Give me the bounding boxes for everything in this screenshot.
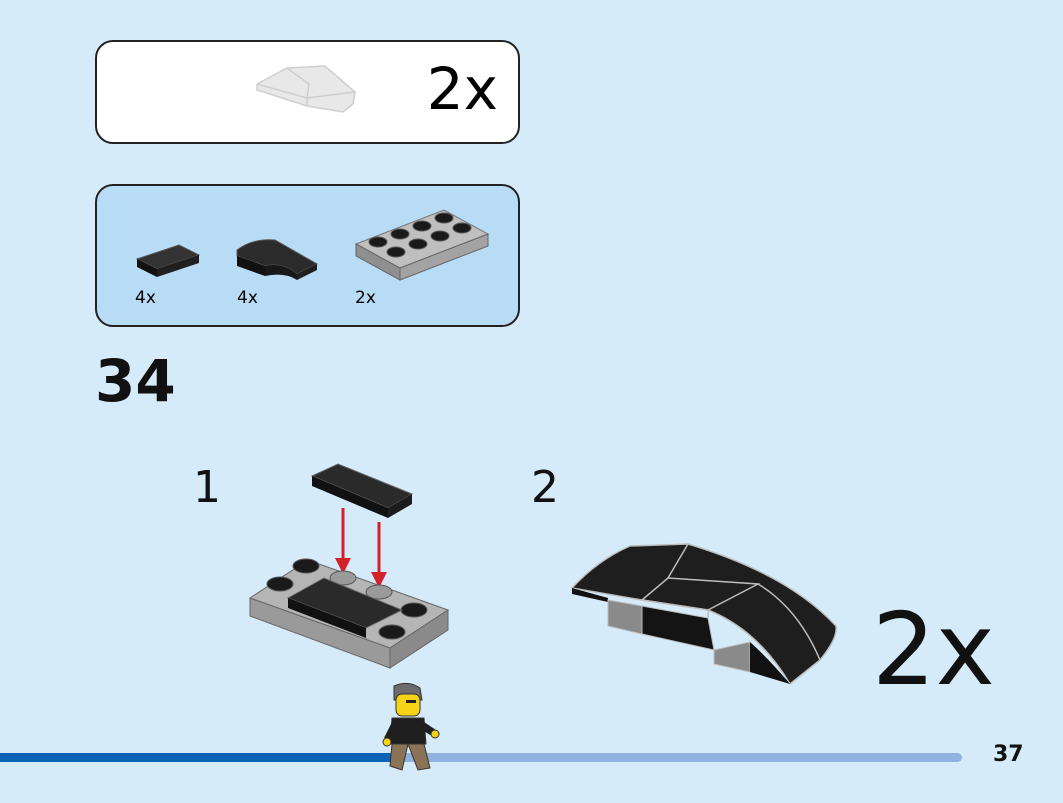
sub-step-2-car-body-illustration: [570, 543, 837, 686]
progress-bar-fill: [0, 753, 402, 762]
step-number: 34: [95, 347, 176, 415]
part-quantity-3: 2x: [355, 288, 376, 308]
progress-bar: [0, 753, 962, 762]
page-number: 37: [993, 742, 1024, 767]
minifigure-progress-marker-icon: [382, 682, 440, 771]
tile-1x2-black-icon: [135, 244, 201, 277]
plate-2x4-gray-icon: [354, 209, 490, 281]
submodel-box: 2x: [95, 40, 520, 144]
parts-list-box: 4x 4x 2x: [95, 184, 520, 327]
white-car-body-icon: [256, 65, 356, 113]
part-quantity-1: 4x: [135, 288, 156, 308]
submodel-quantity: 2x: [426, 55, 498, 123]
part-quantity-2: 4x: [237, 288, 258, 308]
step-multiplier: 2x: [872, 591, 995, 708]
sub-step-1-assembly-illustration: [248, 463, 450, 669]
sub-step-2-label: 2: [531, 462, 559, 513]
sub-step-1-label: 1: [193, 462, 221, 513]
curved-slope-black-icon: [236, 239, 319, 280]
